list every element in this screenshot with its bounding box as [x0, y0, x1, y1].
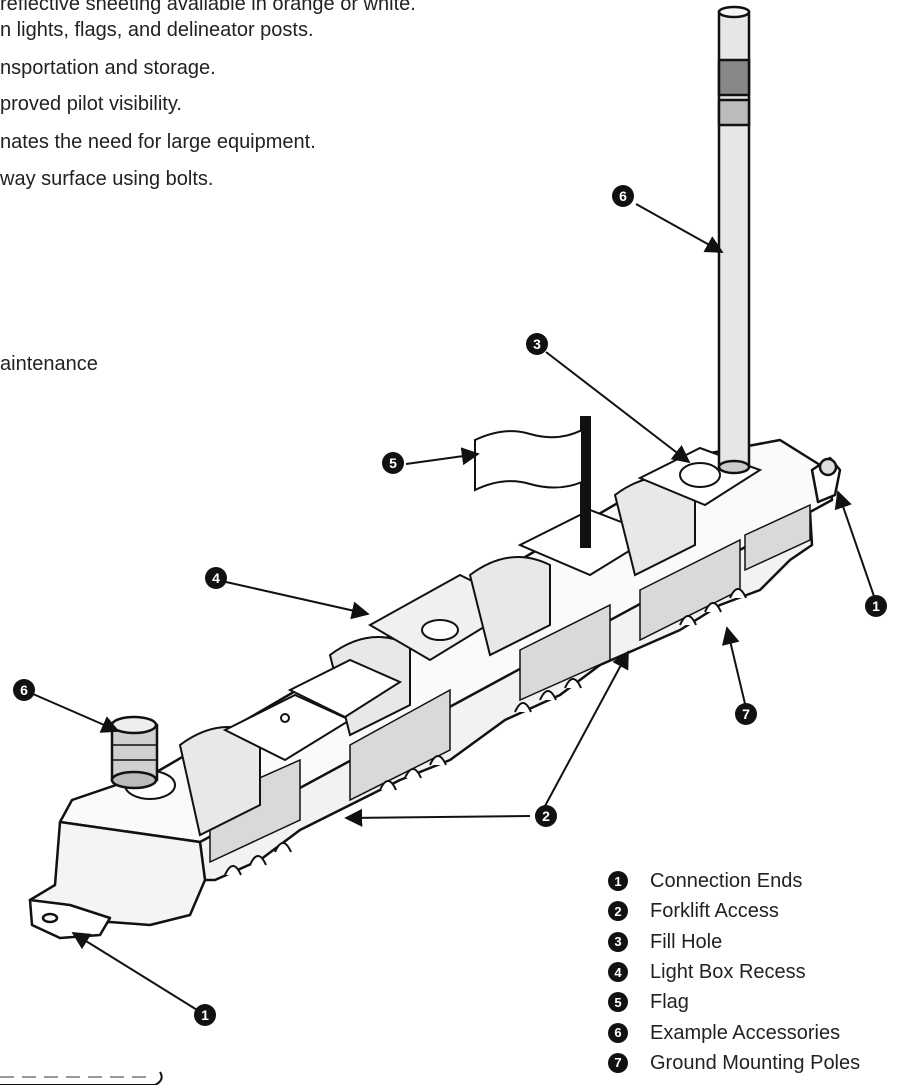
feature-line-6: way surface using bolts.	[0, 168, 214, 190]
legend-item: 6 Example Accessories	[608, 1017, 908, 1047]
feature-line-1: reflective sheeting available in orange …	[0, 0, 416, 15]
legend-number: 3	[608, 931, 628, 952]
callout-1-right-number: 1	[872, 598, 880, 614]
legend-number: 7	[608, 1052, 628, 1073]
legend-label: Example Accessories	[650, 1021, 841, 1044]
flag	[474, 416, 591, 548]
inset-corner	[0, 1071, 163, 1085]
barrier-body	[28, 438, 842, 940]
callout-leaders	[32, 203, 877, 1014]
callout-4: 4	[205, 567, 227, 589]
legend-number: 1	[608, 871, 628, 892]
legend-label: Flag	[650, 991, 689, 1014]
callout-2-number: 2	[542, 808, 550, 824]
callout-7: 7	[735, 703, 757, 725]
callout-2: 2	[535, 805, 557, 827]
callout-6-top: 6	[612, 185, 634, 207]
feature-line-5: nates the need for large equipment.	[0, 131, 316, 153]
side-panels	[209, 503, 811, 864]
callout-4-number: 4	[212, 570, 220, 586]
callout-3: 3	[526, 333, 548, 355]
feature-line-2: n lights, flags, and delineator posts.	[0, 19, 314, 41]
mounting-lugs	[224, 588, 747, 876]
delineator-pole	[717, 5, 751, 475]
callout-5-number: 5	[389, 455, 397, 471]
callout-7-number: 7	[742, 706, 750, 722]
legend-label: Fill Hole	[650, 930, 723, 953]
legend-item: 7 Ground Mounting Poles	[608, 1048, 908, 1078]
legend-label: Light Box Recess	[650, 961, 806, 984]
legend-number: 5	[608, 992, 628, 1013]
light-accessory	[110, 715, 159, 790]
legend-number: 4	[608, 962, 628, 983]
callout-5: 5	[382, 452, 404, 474]
legend-item: 1 Connection Ends	[608, 866, 908, 896]
feature-line-3: nsportation and storage.	[0, 57, 216, 79]
callout-1-left: 1	[194, 1004, 216, 1026]
callout-1-left-number: 1	[201, 1007, 209, 1023]
feature-line-4: proved pilot visibility.	[0, 93, 182, 115]
callout-1-right: 1	[865, 595, 887, 617]
legend: 1 Connection Ends 2 Forklift Access 3 Fi…	[608, 866, 908, 1078]
legend-item: 3 Fill Hole	[608, 927, 908, 957]
legend-label: Connection Ends	[650, 870, 803, 893]
legend-number: 6	[608, 1022, 628, 1043]
legend-label: Forklift Access	[650, 900, 779, 923]
legend-number: 2	[608, 901, 628, 922]
legend-label: Ground Mounting Poles	[650, 1051, 861, 1074]
feature-line-7: aintenance	[0, 353, 98, 375]
top-modules	[124, 446, 763, 837]
callout-3-number: 3	[533, 336, 541, 352]
legend-item: 5 Flag	[608, 987, 908, 1017]
callout-6-left: 6	[13, 679, 35, 701]
callout-6-top-number: 6	[619, 188, 627, 204]
legend-item: 4 Light Box Recess	[608, 957, 908, 987]
callout-6-left-number: 6	[20, 682, 28, 698]
legend-item: 2 Forklift Access	[608, 896, 908, 926]
